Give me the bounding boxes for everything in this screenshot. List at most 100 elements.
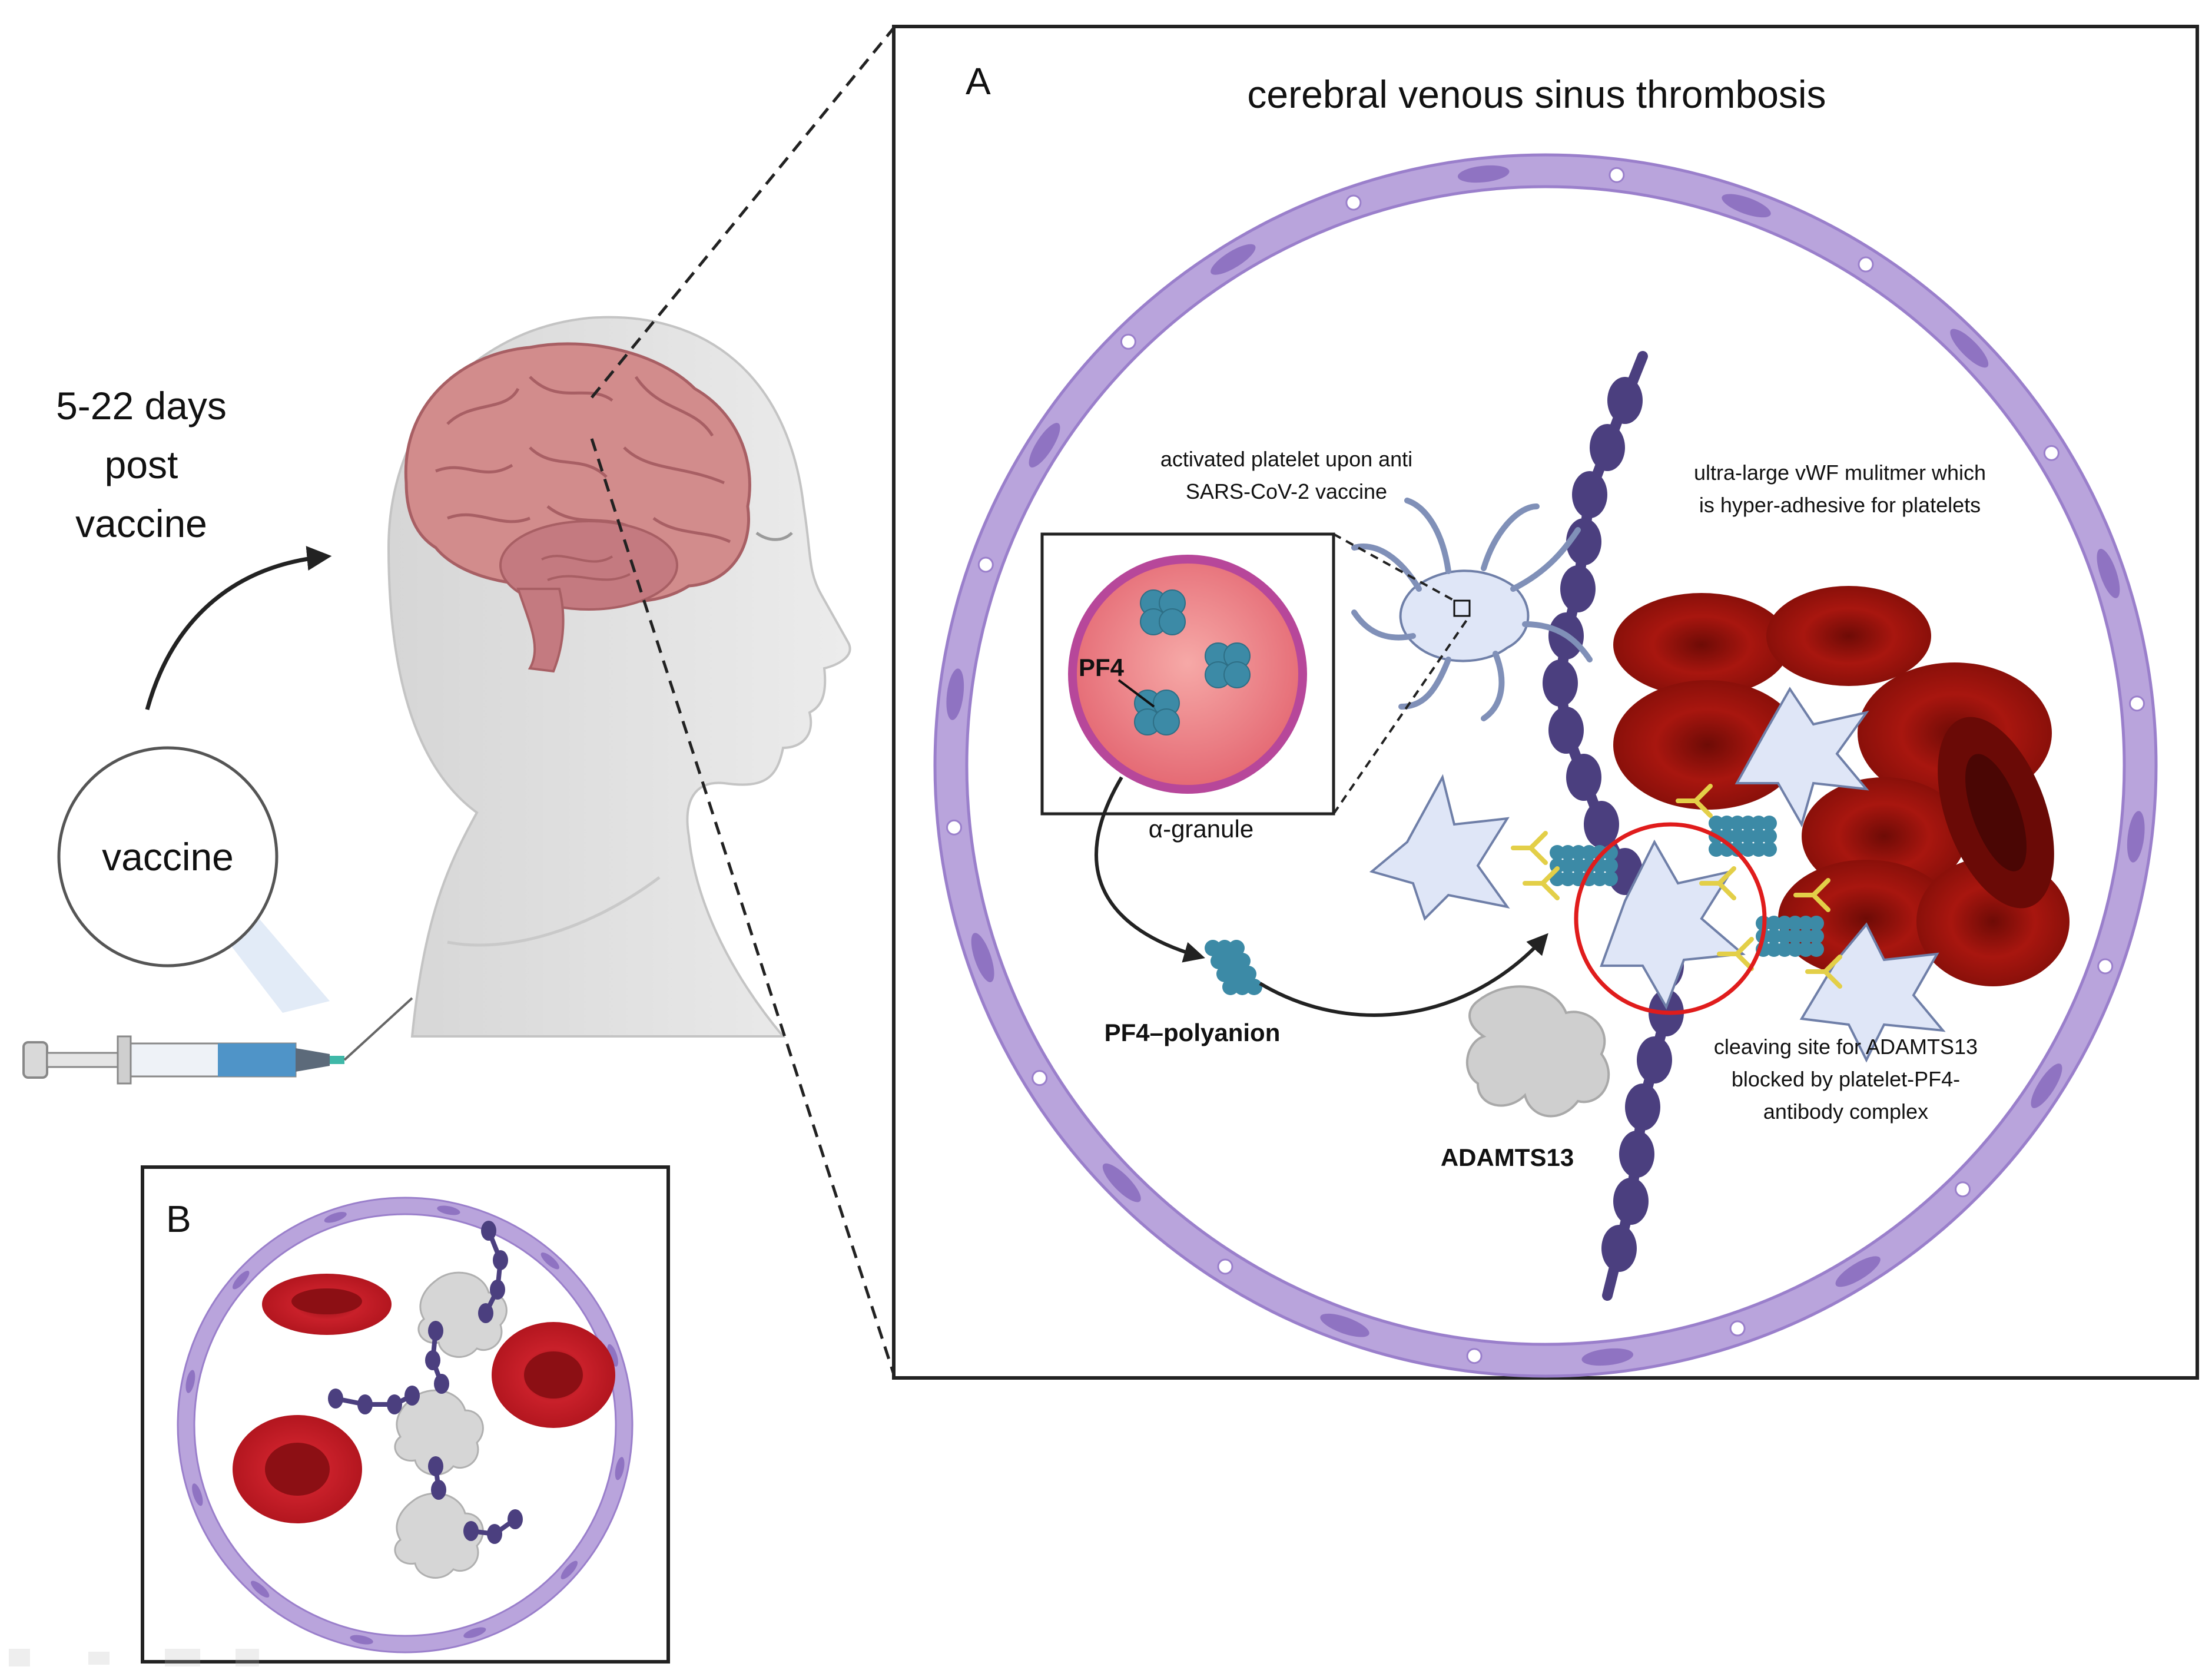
- cleaving-site-label-1: cleaving site for ADAMTS13: [1714, 1035, 1978, 1059]
- pf4-particle: [1603, 871, 1618, 886]
- pf4-tetramer-unit: [1223, 661, 1251, 688]
- endothelial-nucleus: [1029, 423, 1060, 468]
- endothelial-nucleus: [561, 1560, 578, 1579]
- pf4-polyanion: [1205, 940, 1262, 995]
- vwf-fragment-domain: [478, 1303, 493, 1323]
- vwf-fragment-domain: [487, 1524, 502, 1544]
- pf4-particle: [1560, 871, 1576, 886]
- endothelial-nucleus: [1722, 194, 1771, 218]
- polyanion-unit: [1228, 940, 1245, 956]
- polyanion-unit: [1216, 966, 1233, 982]
- endothelial-nucleus: [607, 1344, 618, 1367]
- endothelial-nucleus: [251, 1580, 270, 1598]
- endothelial-nucleus: [1320, 1313, 1369, 1337]
- vwf-fragment-domain: [404, 1386, 420, 1406]
- endothelial-nucleus: [1102, 1163, 1141, 1202]
- endothelial-nucleus: [1835, 1256, 1881, 1287]
- vwf-domain: [1566, 754, 1601, 801]
- platelet-left: [1369, 774, 1510, 921]
- pf4-particle: [1751, 829, 1766, 844]
- vwf-fragment-domain: [434, 1374, 449, 1394]
- vwf-domain: [1572, 471, 1607, 518]
- pf4-particle: [1777, 929, 1792, 944]
- pf4-particle: [1719, 816, 1735, 831]
- antibody: [1793, 878, 1830, 912]
- polyanion-unit: [1211, 953, 1227, 969]
- vwf-domain: [1548, 707, 1584, 754]
- pf4-particle: [1560, 858, 1576, 873]
- endothelial-nucleus: [463, 1627, 486, 1638]
- cell-junction: [977, 556, 994, 573]
- endothelial-nucleus: [437, 1205, 460, 1215]
- vwf-fragments-b: [328, 1221, 523, 1544]
- antibody: [1523, 866, 1560, 900]
- vwf-fragment-domain: [428, 1456, 443, 1476]
- time-label-line3: vaccine: [75, 502, 207, 545]
- platelet-right-bottom: [1799, 922, 1946, 1063]
- panel-b: B: [141, 1165, 670, 1664]
- endothelial-nucleus: [185, 1370, 195, 1393]
- endothelial-nucleus: [2127, 811, 2145, 863]
- vwf-domain: [1601, 1225, 1637, 1272]
- pf4-particle: [1798, 929, 1813, 944]
- pf4-tetramer-unit: [1153, 708, 1180, 735]
- adamts13-enzyme: [1466, 985, 1610, 1118]
- cleaving-site-label-3: antibody complex: [1763, 1099, 1928, 1124]
- rbc-cluster: [1613, 586, 2070, 986]
- activated-platelet-label-2: SARS-CoV-2 vaccine: [1186, 479, 1387, 503]
- pf4-particle: [1809, 916, 1824, 931]
- endothelial-nucleus: [1457, 165, 1510, 183]
- platelet-activated-top: [1351, 498, 1593, 721]
- polyanion-unit: [1240, 966, 1256, 982]
- granule-inset: PF4: [1040, 532, 1471, 816]
- endothelial-nucleus: [540, 1252, 559, 1270]
- vwf-domain: [1560, 565, 1596, 612]
- cell-junction: [1466, 1348, 1483, 1364]
- cell-junction: [2097, 958, 2114, 975]
- polyanion-unit: [1222, 953, 1239, 969]
- endothelial-nucleus: [350, 1635, 373, 1645]
- pf4-particle: [1766, 942, 1782, 957]
- pf4-particle: [1809, 929, 1824, 944]
- vwf-fragment-domain: [357, 1394, 373, 1414]
- cleaving-site-highlight: [1574, 822, 1767, 1015]
- pf4-tetramer-unit: [1159, 608, 1186, 635]
- vwf-domain: [1613, 1178, 1649, 1225]
- time-label-line2: post: [105, 443, 178, 486]
- brain-icon: [404, 342, 751, 673]
- endothelial-nucleus: [192, 1483, 203, 1506]
- cell-junction: [1217, 1258, 1233, 1275]
- pf4-particle: [1730, 841, 1745, 857]
- vwf-label-1: ultra-large vWF mulitmer which: [1694, 460, 1986, 485]
- endothelial-nucleus: [1581, 1348, 1634, 1366]
- cell-junction: [1729, 1320, 1746, 1337]
- pf4-particle: [1762, 816, 1777, 831]
- panel-a: A cerebral venous sinus thrombosis: [892, 25, 2199, 1380]
- pf4-particle: [1809, 942, 1824, 957]
- pf4-particle: [1740, 829, 1756, 844]
- endothelial-nucleus: [615, 1457, 625, 1480]
- vwf-fragment-domain: [328, 1389, 343, 1409]
- faint-toolbar-icons: [9, 1649, 259, 1666]
- cell-junction: [946, 819, 962, 836]
- pf4-particle: [1787, 929, 1803, 944]
- antibody: [1699, 866, 1736, 900]
- vwf-domain: [1590, 424, 1625, 471]
- endothelial-nucleus: [1211, 244, 1256, 275]
- polyanion-label: PF4–polyanion: [1105, 1019, 1281, 1046]
- antibody: [1717, 937, 1754, 971]
- pf4-particle: [1777, 916, 1792, 931]
- granule-label: α-granule: [1149, 815, 1253, 843]
- antibody: [1511, 831, 1548, 865]
- polyanion-unit: [1234, 953, 1251, 969]
- pf4-particle: [1560, 845, 1576, 860]
- pf4-particle: [1592, 845, 1607, 860]
- vaccine-label: vaccine: [102, 835, 234, 879]
- vwf-fragment-domain: [431, 1480, 446, 1500]
- pf4-particle: [1571, 845, 1586, 860]
- cell-junction: [1609, 167, 1625, 183]
- polyanion-unit: [1205, 940, 1221, 956]
- polyanion-unit: [1234, 979, 1251, 995]
- endothelial-nucleus: [232, 1271, 250, 1290]
- pf4-particle: [1798, 916, 1813, 931]
